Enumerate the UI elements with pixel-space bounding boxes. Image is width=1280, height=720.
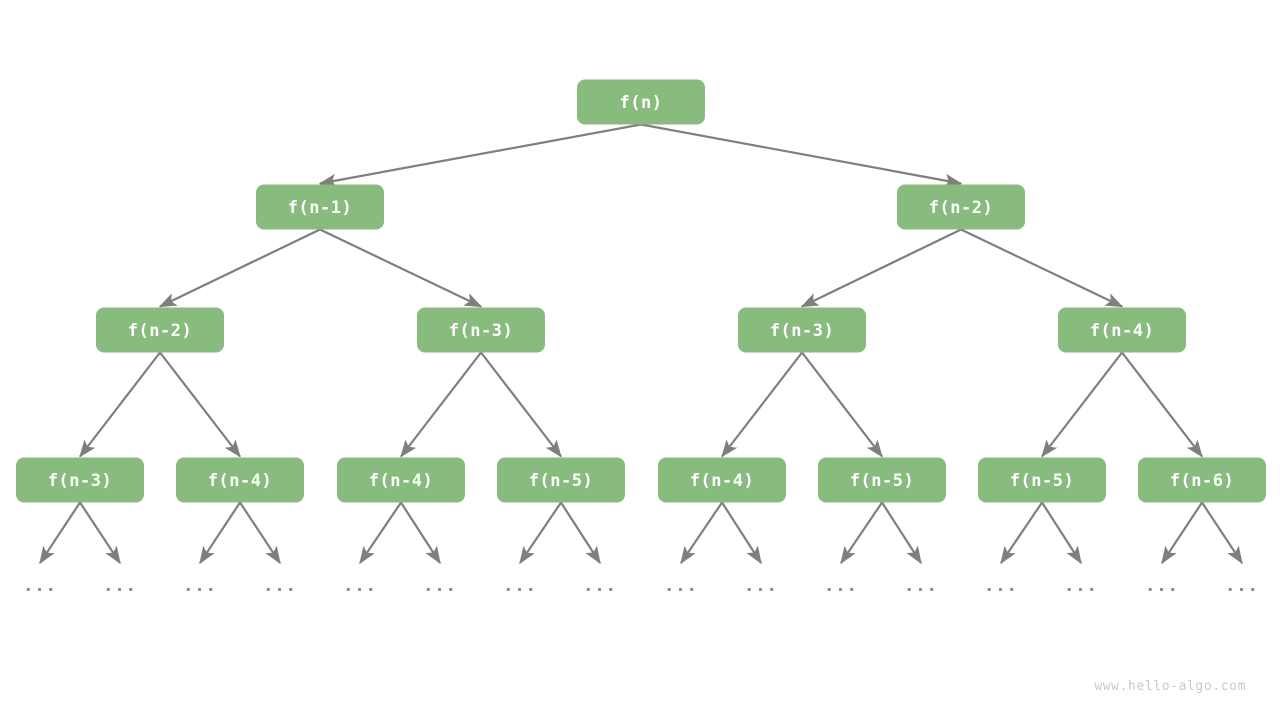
tree-node-box [978,457,1106,503]
tree-node-label: f(n) [620,93,663,113]
tree-node-box [337,457,465,503]
tree-node-label: f(n-6) [1170,471,1234,491]
ellipsis-marker: ... [1225,576,1259,596]
tree-edge-to-ellipsis [79,501,121,565]
tree-edge [318,123,642,188]
tree-edge [158,228,321,308]
tree-node[interactable]: f(n-6) [1138,457,1266,503]
tree-edge [960,228,1124,308]
tree-node[interactable]: f(n-3) [738,307,866,353]
tree-node-label: f(n-5) [529,471,593,491]
tree-node-label: f(n-4) [369,471,433,491]
tree-node-label: f(n-4) [690,471,754,491]
tree-node-label: f(n-1) [288,198,352,218]
tree-node-label: f(n-3) [48,471,112,491]
tree-node[interactable]: f(n-3) [16,457,144,503]
tree-node-label: f(n-5) [850,471,914,491]
tree-edge-to-ellipsis [680,501,723,565]
tree-edge [79,351,161,458]
tree-node[interactable]: f(n-4) [658,457,786,503]
ellipsis-marker: ... [583,576,617,596]
tree-edge-to-ellipsis [721,501,762,565]
nodes-layer: f(n) f(n-1) f(n-2) f(n-2) f(n-3) f(n-3) f(n-4)… [16,79,1266,503]
tree-node-box [738,307,866,353]
tree-edge [801,351,883,458]
tree-node-box [658,457,786,503]
tree-edge [800,228,962,308]
tree-edge-to-ellipsis [359,501,402,565]
tree-node-box [577,79,705,125]
tree-node[interactable]: f(n-2) [897,184,1025,230]
ellipsis-marker: ... [664,576,698,596]
tree-node[interactable]: f(n-5) [497,457,625,503]
tree-node-label: f(n-4) [208,471,272,491]
tree-node[interactable]: f(n-2) [96,307,224,353]
ellipsis-marker: ... [744,576,778,596]
ellipsis-marker: ... [343,576,377,596]
tree-node-box [897,184,1025,230]
edges-layer [39,123,1243,565]
tree-edge-to-ellipsis [39,501,81,565]
tree-node[interactable]: f(n-4) [337,457,465,503]
tree-edge [480,351,562,458]
ellipsis-marker: ... [503,576,537,596]
tree-node-box [1058,307,1186,353]
tree-node[interactable]: f(n-4) [1058,307,1186,353]
tree-node-box [818,457,946,503]
tree-edge-to-ellipsis [1161,501,1203,565]
ellipsis-marker: ... [1064,576,1098,596]
tree-node-box [1138,457,1266,503]
ellipsis-marker: ... [423,576,457,596]
tree-node-label: f(n-4) [1090,321,1154,341]
ellipsis-marker: ... [984,576,1018,596]
tree-node[interactable]: f(n-3) [417,307,545,353]
tree-edge-to-ellipsis [560,501,601,565]
tree-edge-to-ellipsis [840,501,883,565]
ellipsis-marker: ... [1145,576,1179,596]
ellipsis-marker: ... [904,576,938,596]
tree-edge-to-ellipsis [1201,501,1243,565]
tree-node-label: f(n-2) [929,198,993,218]
tree-node-label: f(n-3) [770,321,834,341]
tree-node[interactable]: f(n-4) [176,457,304,503]
tree-node[interactable]: f(n-5) [818,457,946,503]
tree-edge-to-ellipsis [199,501,241,565]
tree-edge [640,123,963,188]
tree-edge [319,228,483,308]
tree-edge-to-ellipsis [1041,501,1082,565]
tree-node-label: f(n-5) [1010,471,1074,491]
tree-node[interactable]: f(n-1) [256,184,384,230]
tree-node-box [417,307,545,353]
ellipsis-marker: ... [824,576,858,596]
tree-node[interactable]: f(n-5) [978,457,1106,503]
tree-edge [159,351,241,458]
tree-node-box [16,457,144,503]
tree-node-box [497,457,625,503]
tree-edge-to-ellipsis [239,501,281,565]
tree-node-box [256,184,384,230]
tree-node-box [176,457,304,503]
tree-edge [721,351,803,458]
tree-edge [1121,351,1203,458]
tree-node-label: f(n-3) [449,321,513,341]
watermark: www.hello-algo.com [1094,679,1246,694]
ellipsis-marker: ... [103,576,137,596]
tree-edge-to-ellipsis [881,501,922,565]
tree-edge [1041,351,1123,458]
tree-edge-to-ellipsis [400,501,441,565]
tree-edge-to-ellipsis [1000,501,1043,565]
tree-node-label: f(n-2) [128,321,192,341]
tree-node-box [96,307,224,353]
tree-edge [400,351,482,458]
tree-edge-to-ellipsis [519,501,562,565]
ellipsis-marker: ... [263,576,297,596]
ellipsis-layer: ........................................… [23,576,1259,596]
ellipsis-marker: ... [183,576,217,596]
tree-node[interactable]: f(n) [577,79,705,125]
ellipsis-marker: ... [23,576,57,596]
